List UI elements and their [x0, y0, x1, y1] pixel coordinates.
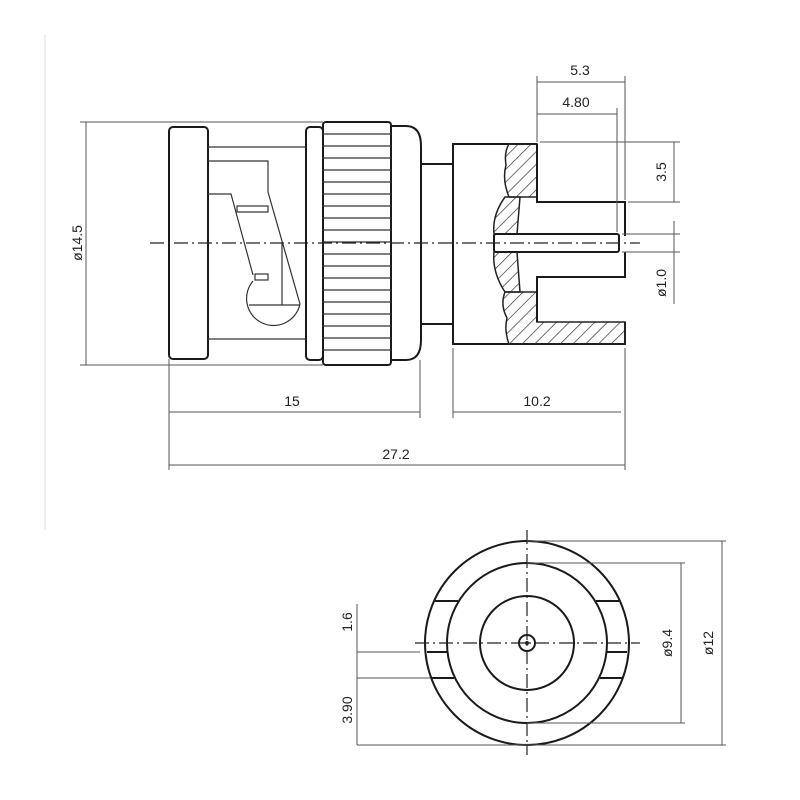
- dim-pin-length: 4.80: [562, 94, 589, 110]
- rear-section: [452, 143, 626, 345]
- side-view-dimensions: ø14.5 15 10.2 27.2 5.3 4.80 3.5 ø1.0: [69, 62, 680, 470]
- dim-slot-offset: 3.90: [339, 696, 355, 723]
- knurled-nut: [322, 121, 392, 366]
- dim-wall-height: 3.5: [653, 162, 669, 182]
- dim-cavity-depth: 5.3: [570, 62, 590, 78]
- bayonet-body: [208, 146, 306, 340]
- end-view: [415, 530, 640, 755]
- dim-front-length: 15: [284, 393, 300, 409]
- dim-pin-diameter: ø1.0: [653, 269, 669, 297]
- dim-inner-diameter: ø9.4: [659, 629, 675, 657]
- dim-rear-length: 10.2: [523, 393, 550, 409]
- neck: [420, 163, 454, 325]
- side-view: [150, 121, 640, 366]
- dim-total-length: 27.2: [382, 446, 409, 462]
- dim-outer-diameter-end: ø12: [700, 631, 716, 655]
- bayonet-slots: [427, 600, 627, 679]
- dim-outer-diameter: ø14.5: [69, 225, 85, 261]
- dim-slot-width: 1.6: [339, 612, 355, 632]
- end-view-dimensions: 1.6 3.90 ø9.4 ø12: [339, 540, 726, 746]
